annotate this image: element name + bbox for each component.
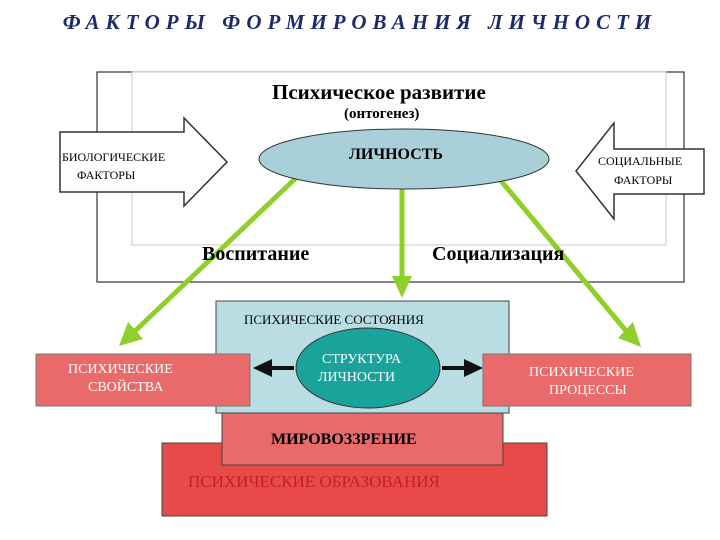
- mental-properties-label-1: ПСИХИЧЕСКИЕ: [68, 362, 173, 377]
- worldview-label: МИРОВОЗЗРЕНИЕ: [271, 431, 417, 448]
- ontogenesis-label: (онтогенез): [344, 106, 420, 122]
- mental-processes-box: [482, 353, 692, 407]
- arrowhead-processes: [618, 322, 641, 347]
- psych-development-label: Психическое развитие: [272, 80, 486, 104]
- socialization-label: Социализация: [432, 243, 565, 265]
- personality-ellipse: [258, 128, 550, 190]
- mental-properties-box: [35, 353, 251, 407]
- biological-factors-label-2: ФАКТОРЫ: [77, 168, 136, 182]
- social-factors-arrow: [575, 120, 705, 222]
- arrowhead-properties: [119, 322, 143, 346]
- mental-properties-label-2: СВОЙСТВА: [88, 380, 164, 395]
- structure-label-2: ЛИЧНОСТИ: [318, 370, 396, 385]
- arrow-to-processes: [494, 173, 630, 335]
- biological-factors-arrow: [59, 116, 229, 208]
- structure-label-1: СТРУКТУРА: [322, 352, 402, 367]
- biological-factors-label-1: БИОЛОГИЧЕСКИЕ: [62, 150, 166, 164]
- upbringing-label: Воспитание: [202, 243, 310, 265]
- personality-label: ЛИЧНОСТЬ: [349, 146, 443, 163]
- arrowhead-states: [392, 276, 412, 298]
- structure-ellipse: [295, 327, 441, 409]
- mental-processes-label-1: ПСИХИЧЕСКИЕ: [529, 365, 634, 380]
- worldview-box: [221, 412, 504, 466]
- social-factors-label-1: СОЦИАЛЬНЫЕ: [598, 154, 683, 168]
- arrowhead-structure-right: [464, 359, 483, 377]
- social-factors-label-2: ФАКТОРЫ: [614, 173, 673, 187]
- arrow-to-properties: [131, 173, 301, 335]
- page-title: ФАКТОРЫ ФОРМИРОВАНИЯ ЛИЧНОСТИ: [62, 10, 658, 34]
- mental-formations-label: ПСИХИЧЕСКИЕ ОБРАЗОВАНИЯ: [188, 472, 440, 491]
- mental-processes-label-2: ПРОЦЕССЫ: [549, 383, 627, 398]
- mental-states-label: ПСИХИЧЕСКИЕ СОСТОЯНИЯ: [244, 312, 424, 327]
- arrowhead-structure-left: [253, 359, 272, 377]
